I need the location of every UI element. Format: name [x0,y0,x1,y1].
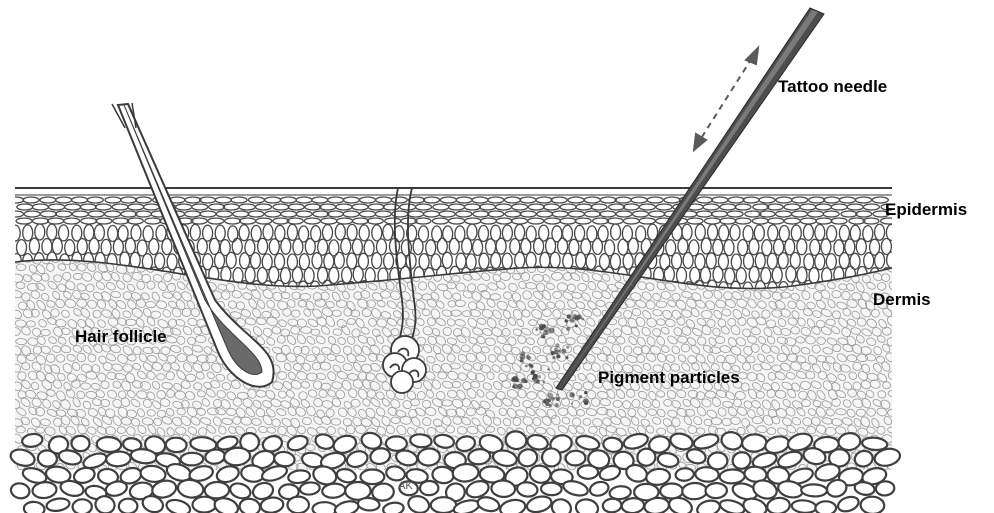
label-pigment-particles: Pigment particles [598,368,740,388]
label-dermis: Dermis [873,290,931,310]
label-epidermis: Epidermis [885,200,967,220]
label-hair-follicle: Hair follicle [75,327,167,347]
artist-mark: AK [398,480,413,492]
label-tattoo-needle: Tattoo needle [778,77,887,97]
